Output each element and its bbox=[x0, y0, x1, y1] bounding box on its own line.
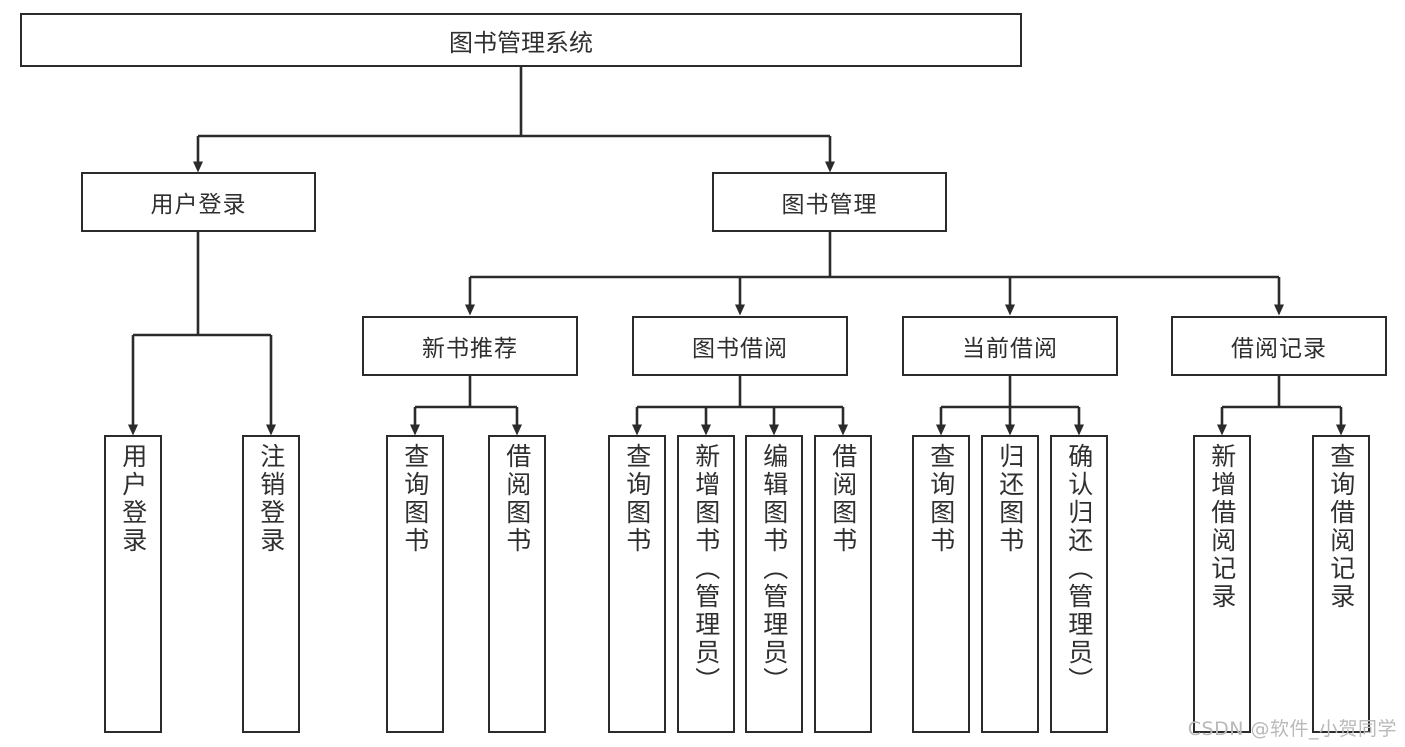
leaf-label: 新增图书（管理员） bbox=[691, 443, 721, 695]
leaf-query-book-current[interactable]: 查询图书 bbox=[912, 435, 970, 733]
leaf-label: 注销登录 bbox=[256, 443, 286, 555]
leaf-label: 新增借阅记录 bbox=[1207, 443, 1237, 611]
node-label: 当前借阅 bbox=[962, 336, 1058, 362]
leaf-query-borrow-record[interactable]: 查询借阅记录 bbox=[1312, 435, 1370, 733]
node-book-borrow[interactable]: 图书借阅 bbox=[632, 316, 848, 376]
leaf-label: 查询借阅记录 bbox=[1326, 443, 1356, 611]
node-current-borrow[interactable]: 当前借阅 bbox=[902, 316, 1118, 376]
leaf-label: 查询图书 bbox=[622, 443, 652, 555]
node-label: 图书借阅 bbox=[692, 336, 788, 362]
node-book-management[interactable]: 图书管理 bbox=[712, 172, 947, 232]
leaf-add-borrow-record[interactable]: 新增借阅记录 bbox=[1193, 435, 1251, 733]
watermark: CSDN @软件_小贺同学 bbox=[1187, 718, 1397, 740]
node-label: 图书管理 bbox=[781, 192, 878, 218]
leaf-borrow-book[interactable]: 借阅图书 bbox=[814, 435, 872, 733]
leaf-edit-book-admin[interactable]: 编辑图书（管理员） bbox=[745, 435, 803, 733]
leaf-label: 查询图书 bbox=[400, 443, 430, 555]
leaf-label: 用户登录 bbox=[118, 443, 148, 555]
node-label: 用户登录 bbox=[150, 192, 247, 218]
leaf-label: 借阅图书 bbox=[502, 443, 532, 555]
leaf-add-book-admin[interactable]: 新增图书（管理员） bbox=[677, 435, 735, 733]
leaf-return-book[interactable]: 归还图书 bbox=[981, 435, 1039, 733]
leaf-logout[interactable]: 注销登录 bbox=[242, 435, 300, 733]
leaf-query-book-new[interactable]: 查询图书 bbox=[386, 435, 444, 733]
leaf-user-login[interactable]: 用户登录 bbox=[104, 435, 162, 733]
node-label: 新书推荐 bbox=[422, 336, 518, 362]
node-new-book-recommend[interactable]: 新书推荐 bbox=[362, 316, 578, 376]
leaf-borrow-book-new[interactable]: 借阅图书 bbox=[488, 435, 546, 733]
node-label: 图书管理系统 bbox=[449, 28, 593, 57]
node-label: 借阅记录 bbox=[1231, 336, 1327, 362]
node-borrow-record[interactable]: 借阅记录 bbox=[1171, 316, 1387, 376]
leaf-confirm-return-admin[interactable]: 确认归还（管理员） bbox=[1050, 435, 1108, 733]
leaf-query-book[interactable]: 查询图书 bbox=[608, 435, 666, 733]
leaf-label: 借阅图书 bbox=[828, 443, 858, 555]
leaf-label: 编辑图书（管理员） bbox=[759, 443, 789, 695]
leaf-label: 查询图书 bbox=[926, 443, 956, 555]
leaf-label: 确认归还（管理员） bbox=[1064, 443, 1094, 695]
leaf-label: 归还图书 bbox=[995, 443, 1025, 555]
node-user-login[interactable]: 用户登录 bbox=[81, 172, 316, 232]
node-root[interactable]: 图书管理系统 bbox=[20, 13, 1022, 67]
